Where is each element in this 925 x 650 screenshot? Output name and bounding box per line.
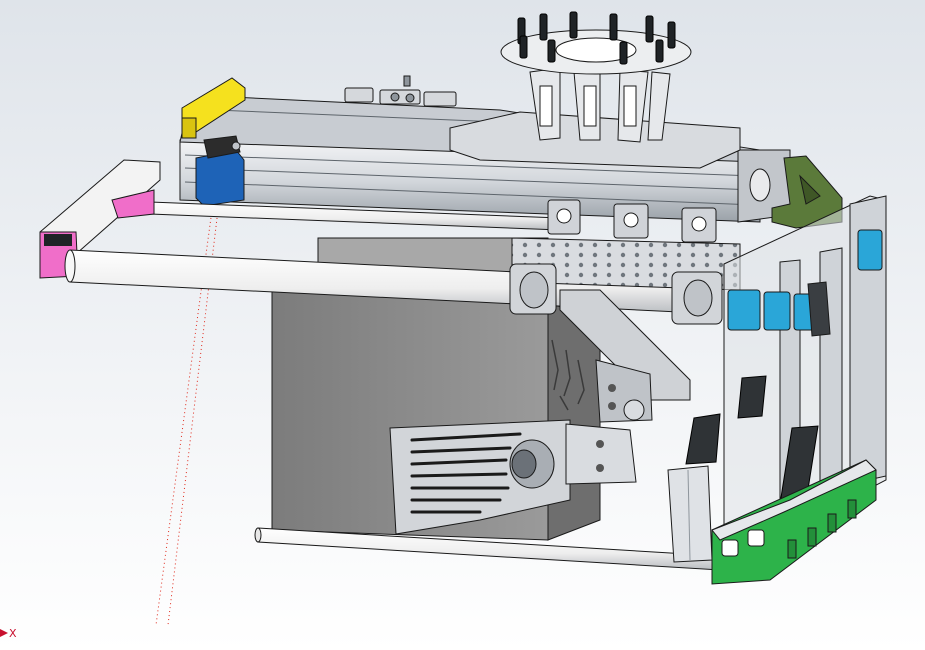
sketch-reference-lines (155, 209, 219, 626)
linear-bearings[interactable] (509, 263, 723, 325)
axis-arrow-icon (0, 629, 8, 637)
perforated-motor-plate[interactable] (389, 419, 637, 535)
lower-post (667, 465, 713, 563)
right-aluminium-frame[interactable] (723, 195, 887, 541)
axis-x-label: X (9, 626, 17, 640)
yellow-end-stop[interactable] (181, 77, 246, 139)
diagonal-brace (559, 289, 691, 401)
blue-motor-block[interactable] (195, 135, 245, 207)
flange-bolts (517, 11, 676, 65)
gripper-pads[interactable] (685, 375, 819, 505)
olive-bracket[interactable] (771, 155, 843, 229)
rail-fittings (344, 75, 457, 107)
rotary-flange-assembly[interactable] (449, 11, 741, 169)
side-mount-bracket (595, 359, 653, 423)
green-base-profile[interactable] (711, 459, 877, 585)
axis-triad: X (0, 626, 17, 640)
